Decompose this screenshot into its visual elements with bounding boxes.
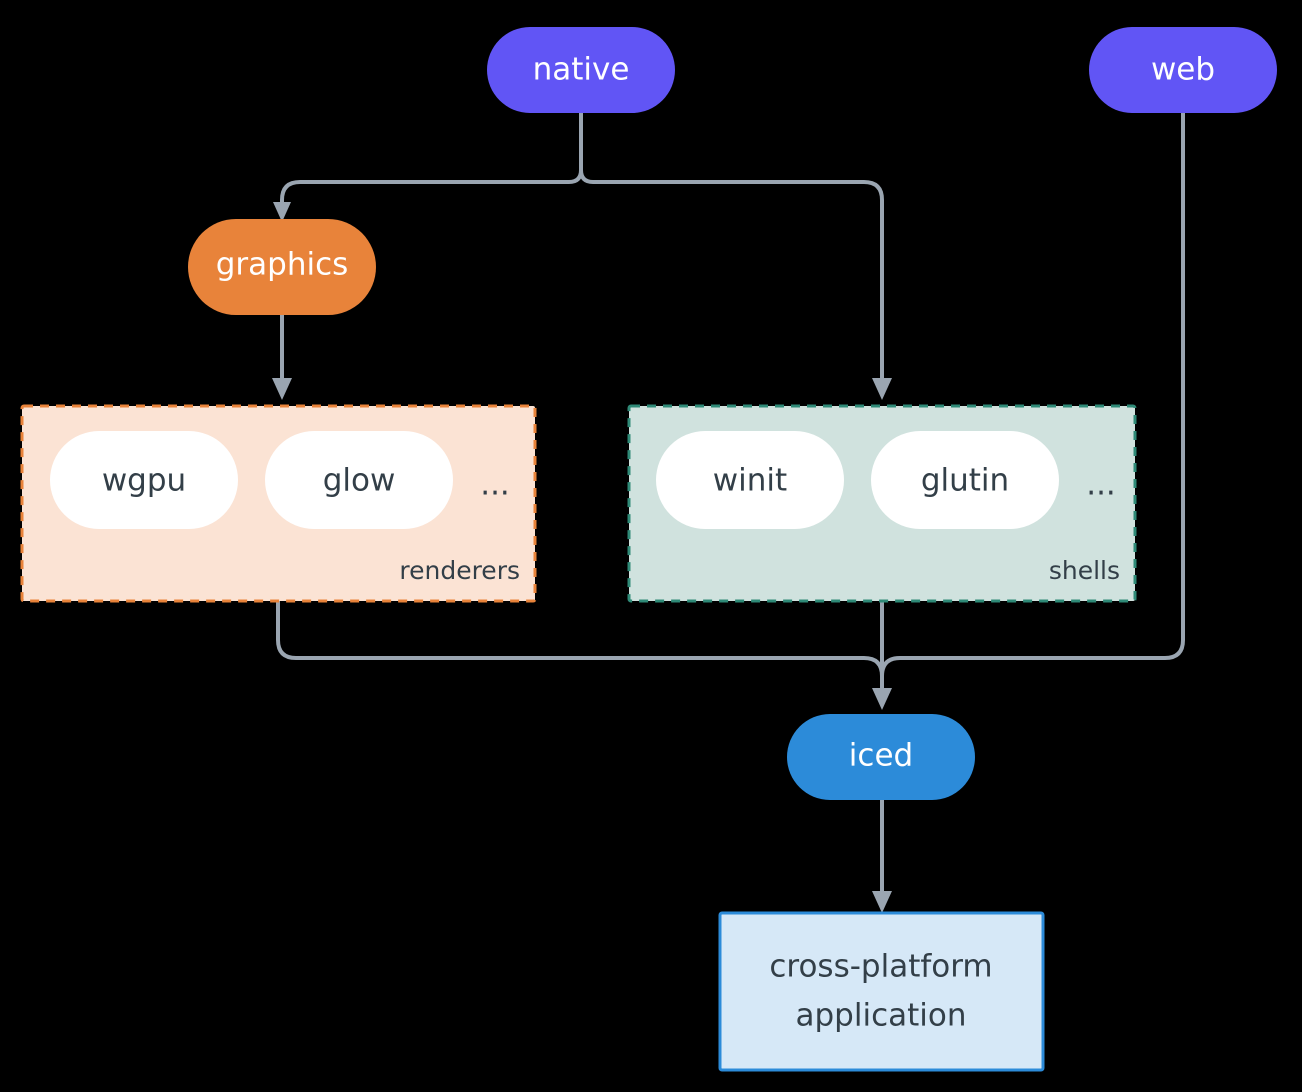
arrowhead-iced-application <box>872 891 892 913</box>
node-winit-shape[interactable] <box>656 431 844 529</box>
cluster-shells: shells winit glutin ... <box>627 404 1137 603</box>
node-iced-label: iced <box>849 738 913 774</box>
node-winit[interactable]: winit <box>656 431 844 529</box>
node-web-label: web <box>1151 52 1215 88</box>
node-glutin-label: glutin <box>921 463 1009 499</box>
node-glutin-shape[interactable] <box>871 431 1059 529</box>
node-glow-shape[interactable] <box>265 431 453 529</box>
arrowhead-native-shells <box>872 378 892 400</box>
renderers-cluster-title: renderers <box>399 556 520 585</box>
node-application-shape[interactable] <box>718 911 1045 1072</box>
node-native[interactable]: native <box>487 27 675 113</box>
node-graphics-label: graphics <box>216 247 349 283</box>
node-iced[interactable]: iced <box>787 714 975 800</box>
node-application-label-line2: application <box>796 998 967 1034</box>
node-glow[interactable]: glow <box>265 431 453 529</box>
node-graphics-shape[interactable] <box>188 219 376 315</box>
arrowhead-native-graphics <box>273 202 291 222</box>
node-glutin[interactable]: glutin <box>871 431 1059 529</box>
node-winit-label: winit <box>713 463 787 499</box>
shells-cluster-title: shells <box>1049 556 1120 585</box>
edge-native-split <box>579 112 884 386</box>
node-wgpu[interactable]: wgpu <box>50 431 238 529</box>
renderers-ellipsis: ... <box>480 467 510 503</box>
node-wgpu-label: wgpu <box>102 463 186 499</box>
edge-native-to-graphics <box>280 169 583 210</box>
node-application-label-line1: cross-platform <box>769 949 992 985</box>
edge-layer <box>272 112 1185 913</box>
node-web-shape[interactable] <box>1089 27 1277 113</box>
shells-ellipsis: ... <box>1086 467 1116 503</box>
arrowhead-to-iced <box>872 688 892 710</box>
edge-web-to-iced <box>880 112 1185 696</box>
node-glow-label: glow <box>323 463 396 499</box>
node-native-label: native <box>533 52 630 88</box>
node-native-shape[interactable] <box>487 27 675 113</box>
node-graphics[interactable]: graphics <box>188 219 376 315</box>
node-iced-shape[interactable] <box>787 714 975 800</box>
arrowhead-graphics-renderers <box>272 378 292 400</box>
edge-renderers-to-iced <box>276 601 884 696</box>
node-cross-platform-application[interactable]: cross-platform application <box>718 911 1045 1072</box>
cluster-renderers: renderers wgpu glow ... <box>20 404 537 603</box>
node-wgpu-shape[interactable] <box>50 431 238 529</box>
node-web[interactable]: web <box>1089 27 1277 113</box>
